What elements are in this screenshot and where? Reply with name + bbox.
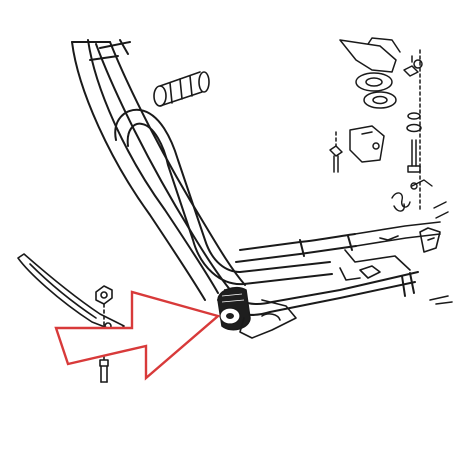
frame-bend-tube [114, 108, 419, 316]
threaded-mount-part [153, 71, 210, 107]
frame-right-section [339, 221, 453, 305]
upper-right-assembly [329, 37, 423, 211]
rubber-bumper [217, 286, 251, 331]
bumper-bracket [239, 299, 297, 339]
springs-and-clips [391, 179, 449, 219]
red-pointer-arrow [54, 290, 221, 381]
frame-left-tubes [71, 39, 246, 301]
